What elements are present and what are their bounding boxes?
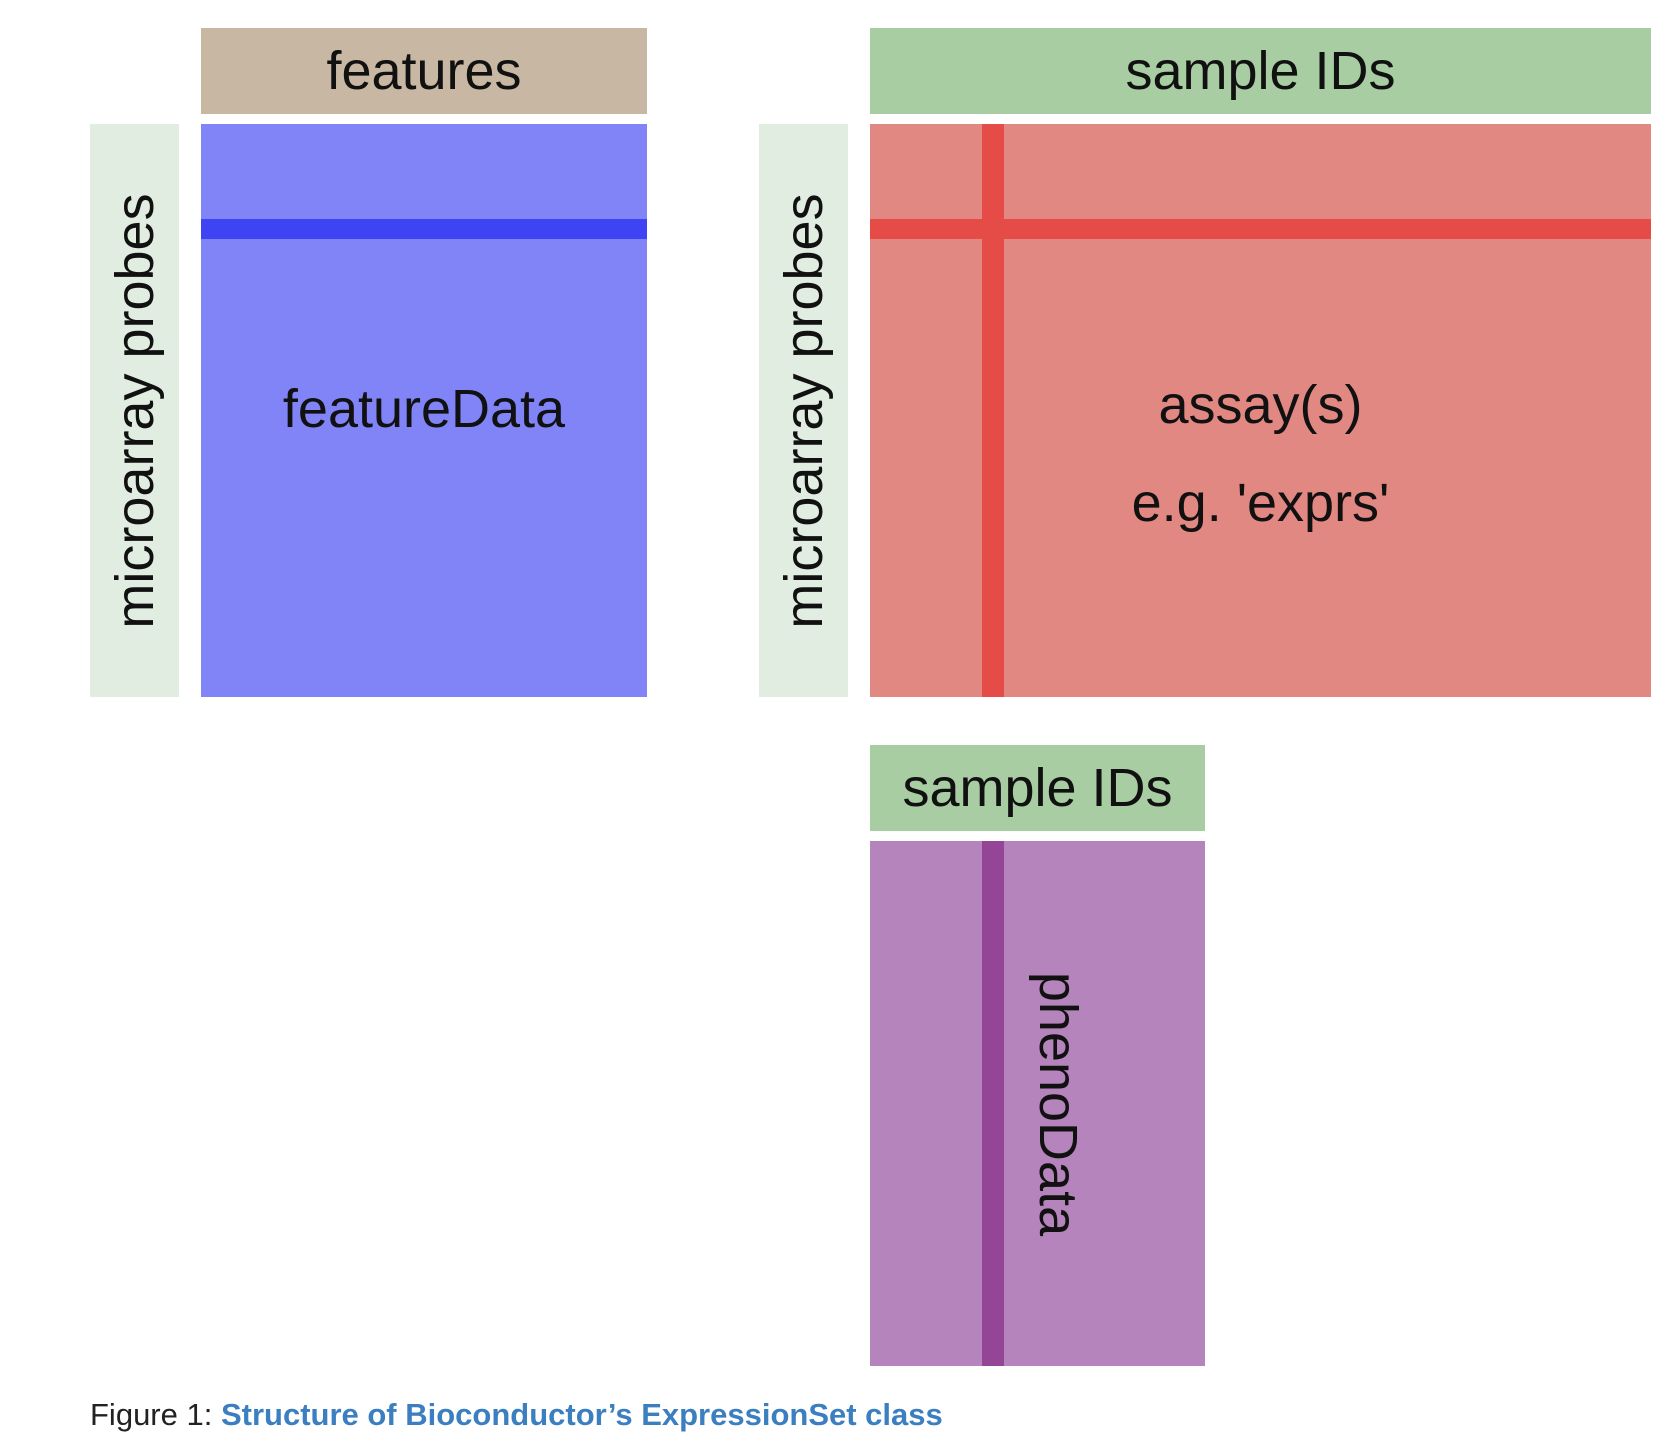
assay-block: assay(s) e.g. 'exprs' [870,124,1651,697]
probes-label-right-text: microarray probes [773,192,834,629]
assay-example: e.g. 'exprs' [1131,473,1390,533]
caption-prefix: Figure 1: [90,1397,221,1432]
assay-row-stripe [870,219,1651,239]
figure-caption: Figure 1: Structure of Bioconductor’s Ex… [90,1397,943,1433]
sample-ids-header-top: sample IDs [870,28,1651,114]
assay-col-stripe [982,124,1004,697]
assay-label: assay(s) [1158,375,1363,435]
features-header: features [201,28,647,114]
sample-ids-header-bottom: sample IDs [870,745,1205,831]
probes-label-left: microarray probes [90,124,179,697]
caption-title-link[interactable]: Structure of Bioconductor’s ExpressionSe… [220,1397,943,1432]
feature-row-stripe [201,219,647,239]
pheno-data-label: phenoData [1028,971,1088,1236]
feature-data-block: featureData [201,124,647,697]
probes-label-left-text: microarray probes [104,192,165,629]
pheno-data-block: phenoData [870,841,1205,1366]
pheno-label-wrap: phenoData [1013,841,1103,1366]
pheno-col-stripe [982,841,1004,1366]
probes-label-right: microarray probes [759,124,848,697]
feature-data-label: featureData [282,379,566,439]
